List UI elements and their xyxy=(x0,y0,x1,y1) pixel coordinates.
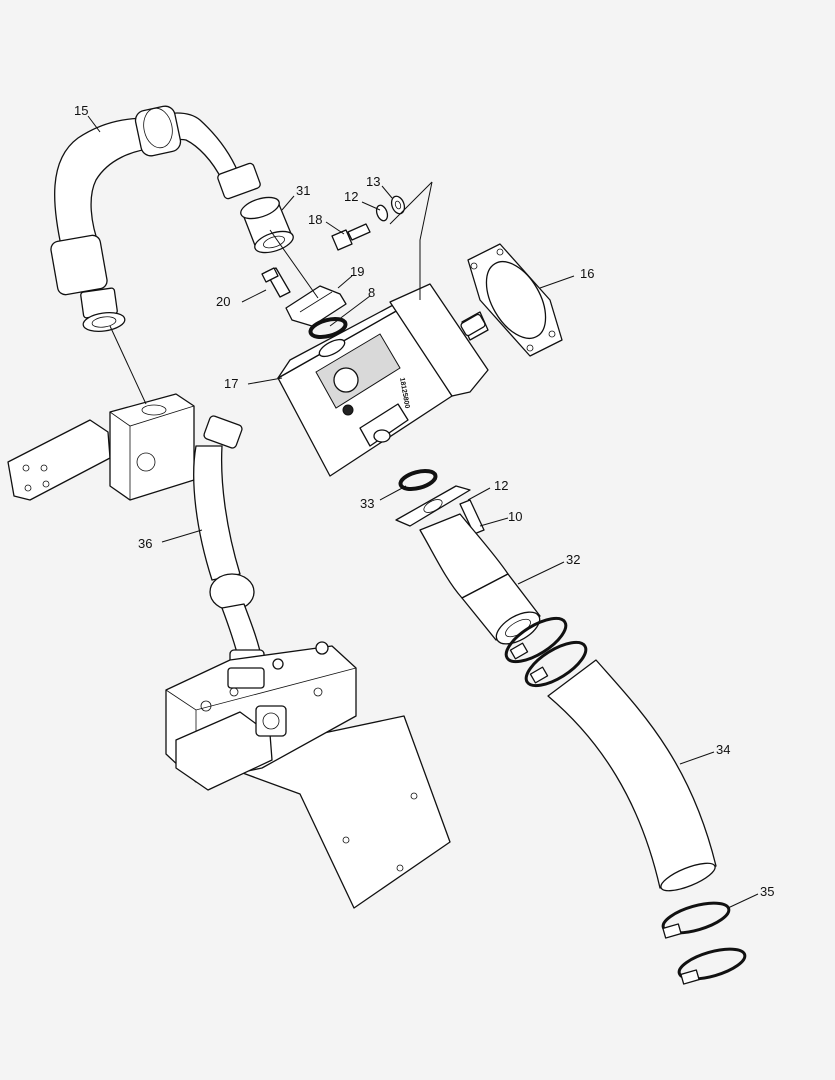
assembly-guide-lines xyxy=(109,181,433,405)
callout-18: 18 xyxy=(308,212,322,227)
clamp-19 xyxy=(285,285,347,327)
callout-34: 34 xyxy=(716,742,730,757)
callout-10: 10 xyxy=(508,509,522,524)
flange-12 xyxy=(395,485,471,527)
callout-31: 31 xyxy=(296,183,310,198)
adapter-31 xyxy=(240,196,294,254)
callout-33: 33 xyxy=(360,496,374,511)
callout-36: 36 xyxy=(138,536,152,551)
gasket-16 xyxy=(467,243,563,357)
bolt-10 xyxy=(459,499,485,535)
callout-labels: 15 31 13 12 18 19 8 20 16 17 33 12 10 36… xyxy=(74,103,774,899)
valve-block xyxy=(165,641,451,909)
leader-lines xyxy=(87,115,759,909)
mounting-bracket-left xyxy=(7,393,195,501)
callout-15: 15 xyxy=(74,103,88,118)
o-ring-8 xyxy=(308,316,348,340)
callout-19: 19 xyxy=(350,264,364,279)
callout-16: 16 xyxy=(580,266,594,281)
callout-17: 17 xyxy=(224,376,238,391)
hose-36 xyxy=(193,415,265,677)
bolt-18 xyxy=(331,223,371,251)
suction-hose-34 xyxy=(547,659,717,892)
hose-clamp-upper xyxy=(504,616,588,688)
suction-pipe-32 xyxy=(419,513,541,645)
hose-15 xyxy=(50,105,261,333)
hydraulic-pump-17: 18125800 xyxy=(277,283,489,477)
bolt-20 xyxy=(261,267,291,298)
callout-32: 32 xyxy=(566,552,580,567)
callout-35: 35 xyxy=(760,884,774,899)
washers-12-13 xyxy=(375,195,406,222)
hose-clamps-35 xyxy=(661,901,747,985)
callout-20: 20 xyxy=(216,294,230,309)
callout-13: 13 xyxy=(366,174,380,189)
callout-12-lower: 12 xyxy=(494,478,508,493)
o-ring-33 xyxy=(398,468,438,492)
callout-12-upper: 12 xyxy=(344,189,358,204)
callout-8: 8 xyxy=(368,285,375,300)
